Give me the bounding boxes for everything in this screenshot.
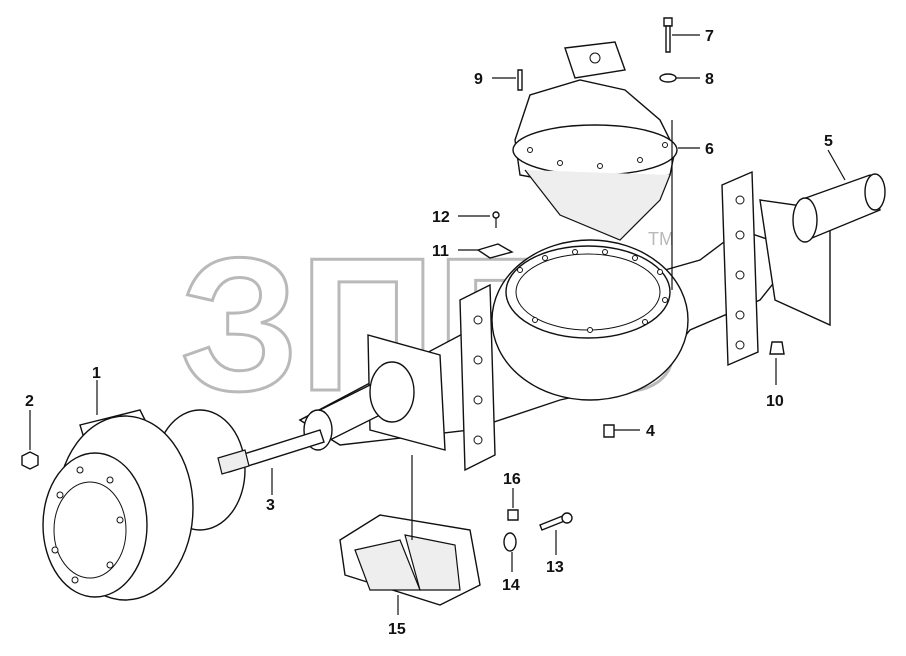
callout-1: 1 (92, 365, 101, 382)
part-4-drain-plug (603, 424, 615, 438)
callout-6: 6 (705, 141, 714, 158)
callouts: 1 2 3 4 5 6 7 8 9 10 11 12 13 14 15 16 (25, 28, 833, 638)
callout-12: 12 (432, 209, 450, 226)
callout-10: 10 (766, 393, 784, 410)
banjo-bolt-holes (517, 249, 668, 333)
part-12-screw (492, 211, 500, 228)
axle-housing (298, 170, 831, 472)
callout-7: 7 (705, 28, 714, 45)
part-10-breather (769, 341, 785, 355)
watermark-tm: TM (648, 229, 674, 249)
part-15-brake-caliper (339, 514, 481, 606)
callout-2: 2 (25, 393, 34, 410)
part-16-bleeder-screw (507, 509, 519, 521)
left-spring-bracket (459, 283, 496, 472)
callout-15: 15 (388, 621, 406, 638)
callout-4: 4 (646, 423, 655, 440)
callout-9: 9 (474, 71, 483, 88)
part-3-axle-shaft (217, 429, 325, 475)
part-8-washer (659, 73, 677, 83)
callout-8: 8 (705, 71, 714, 88)
callout-11: 11 (432, 243, 449, 260)
part-1-wheel-hub (42, 409, 246, 601)
part-6-differential-carrier (512, 41, 678, 241)
callout-16: 16 (503, 471, 521, 488)
part-13-caliper-bolt (539, 512, 573, 531)
part-11-gasket (476, 243, 514, 259)
part-2-wheel-nut (21, 451, 39, 470)
part-7-bolt (663, 17, 673, 53)
part-5-right-spindle (792, 173, 886, 243)
callout-14: 14 (502, 577, 520, 594)
right-spring-bracket (721, 170, 759, 367)
leader-lines (29, 34, 846, 615)
callout-3: 3 (266, 497, 275, 514)
part-9-dowel-pin (517, 69, 523, 91)
part-14-washer (503, 532, 517, 552)
callout-5: 5 (824, 133, 833, 150)
callout-13: 13 (546, 559, 564, 576)
